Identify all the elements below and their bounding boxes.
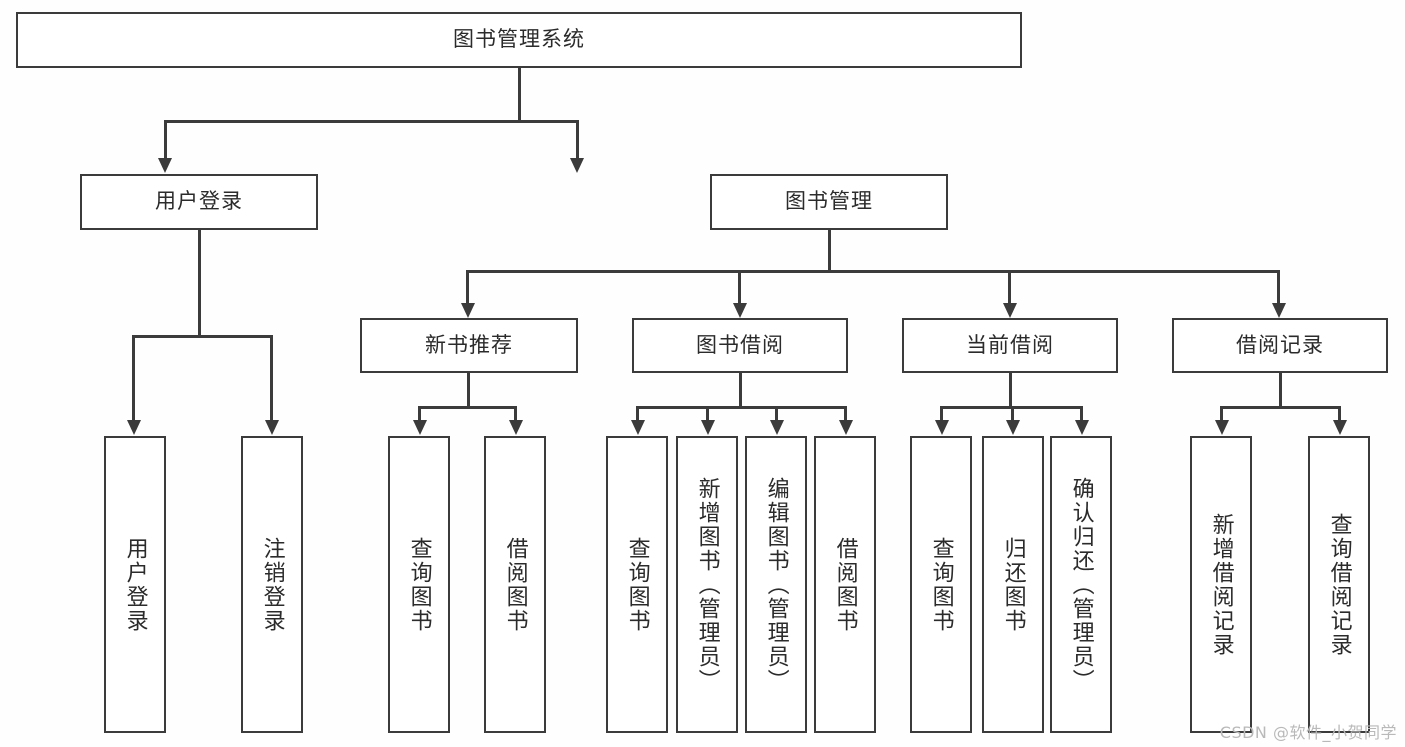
node-book-borrow[interactable]: 图书借阅 bbox=[632, 318, 848, 373]
connector-records-bar bbox=[1221, 406, 1340, 409]
leaf-return-book-label: 归还图书 bbox=[1000, 536, 1026, 633]
connector-records-to-leaf2 bbox=[1338, 406, 1341, 421]
leaf-query-book-recommend-label: 查询图书 bbox=[406, 536, 432, 633]
connector-borrow-to-leaf4 bbox=[844, 406, 847, 421]
connector-new-books-to-leaf1 bbox=[418, 406, 421, 421]
node-user-login-label: 用户登录 bbox=[155, 189, 243, 214]
connector-book-mgmt-bar bbox=[467, 270, 1279, 273]
node-new-book-recommend-label: 新书推荐 bbox=[425, 332, 513, 357]
leaf-edit-book-admin[interactable]: 编辑图书（管理员） bbox=[745, 436, 807, 733]
leaf-add-book-admin-label: 新增图书（管理员） bbox=[694, 476, 720, 693]
connector-root-bar bbox=[165, 120, 577, 123]
connector-borrow-bar bbox=[637, 406, 845, 409]
node-user-login[interactable]: 用户登录 bbox=[80, 174, 318, 230]
arrow-records-to-leaf2 bbox=[1333, 420, 1347, 435]
arrow-new-books-to-leaf1 bbox=[413, 420, 427, 435]
arrow-book-mgmt-to-borrow bbox=[733, 303, 747, 318]
connector-new-books-stem bbox=[467, 373, 470, 407]
leaf-query-book-current-label: 查询图书 bbox=[928, 536, 954, 633]
leaf-logout-label: 注销登录 bbox=[259, 536, 285, 633]
connector-records-stem bbox=[1279, 373, 1282, 407]
connector-new-books-bar bbox=[419, 406, 517, 409]
connector-user-login-bar bbox=[133, 335, 272, 338]
arrow-borrow-to-leaf3 bbox=[770, 420, 784, 435]
leaf-query-book-current[interactable]: 查询图书 bbox=[910, 436, 972, 733]
arrow-records-to-leaf1 bbox=[1215, 420, 1229, 435]
leaf-query-borrow-record-label: 查询借阅记录 bbox=[1326, 512, 1352, 657]
connector-borrow-to-leaf2 bbox=[706, 406, 709, 421]
leaf-confirm-return-admin-label: 确认归还（管理员） bbox=[1068, 476, 1094, 693]
node-root-label: 图书管理系统 bbox=[453, 27, 585, 52]
arrow-root-to-user-login bbox=[158, 158, 172, 173]
connector-book-mgmt-to-borrow bbox=[738, 270, 741, 304]
connector-book-mgmt-to-current bbox=[1008, 270, 1011, 304]
node-borrow-records[interactable]: 借阅记录 bbox=[1172, 318, 1388, 373]
arrow-book-mgmt-to-current bbox=[1003, 303, 1017, 318]
arrow-user-login-to-leaf2 bbox=[265, 420, 279, 435]
leaf-query-book-borrow[interactable]: 查询图书 bbox=[606, 436, 668, 733]
arrow-current-to-leaf2 bbox=[1006, 420, 1020, 435]
leaf-borrow-book[interactable]: 借阅图书 bbox=[814, 436, 876, 733]
leaf-edit-book-admin-label: 编辑图书（管理员） bbox=[763, 476, 789, 693]
leaf-borrow-book-recommend-label: 借阅图书 bbox=[502, 536, 528, 633]
arrow-book-mgmt-to-new-books bbox=[461, 303, 475, 318]
connector-borrow-to-leaf1 bbox=[636, 406, 639, 421]
node-new-book-recommend[interactable]: 新书推荐 bbox=[360, 318, 578, 373]
connector-root-to-user-login bbox=[164, 120, 167, 159]
leaf-borrow-book-label: 借阅图书 bbox=[832, 536, 858, 633]
connector-root-stem bbox=[518, 68, 521, 121]
leaf-query-book-borrow-label: 查询图书 bbox=[624, 536, 650, 633]
arrow-borrow-to-leaf1 bbox=[631, 420, 645, 435]
leaf-add-book-admin[interactable]: 新增图书（管理员） bbox=[676, 436, 738, 733]
node-root[interactable]: 图书管理系统 bbox=[16, 12, 1022, 68]
connector-records-to-leaf1 bbox=[1220, 406, 1223, 421]
node-book-borrow-label: 图书借阅 bbox=[696, 332, 784, 357]
node-book-management-label: 图书管理 bbox=[785, 189, 873, 214]
connector-current-to-leaf3 bbox=[1080, 406, 1083, 421]
connector-current-to-leaf2 bbox=[1011, 406, 1014, 421]
node-book-management[interactable]: 图书管理 bbox=[710, 174, 948, 230]
leaf-query-borrow-record[interactable]: 查询借阅记录 bbox=[1308, 436, 1370, 733]
connector-root-to-book-mgmt bbox=[576, 120, 579, 159]
arrow-current-to-leaf3 bbox=[1075, 420, 1089, 435]
connector-user-login-stem bbox=[198, 230, 201, 336]
arrow-new-books-to-leaf2 bbox=[509, 420, 523, 435]
connector-book-mgmt-to-records bbox=[1277, 270, 1280, 304]
node-current-borrow-label: 当前借阅 bbox=[966, 332, 1054, 357]
leaf-logout[interactable]: 注销登录 bbox=[241, 436, 303, 733]
leaf-return-book[interactable]: 归还图书 bbox=[982, 436, 1044, 733]
connector-book-mgmt-stem bbox=[828, 230, 831, 271]
connector-new-books-to-leaf2 bbox=[514, 406, 517, 421]
connector-borrow-stem bbox=[739, 373, 742, 407]
arrow-root-to-book-mgmt bbox=[570, 158, 584, 173]
csdn-watermark: CSDN @软件_小贺同学 bbox=[1219, 723, 1397, 742]
leaf-confirm-return-admin[interactable]: 确认归还（管理员） bbox=[1050, 436, 1112, 733]
leaf-user-login[interactable]: 用户登录 bbox=[104, 436, 166, 733]
connector-borrow-to-leaf3 bbox=[775, 406, 778, 421]
leaf-add-borrow-record-label: 新增借阅记录 bbox=[1208, 512, 1234, 657]
connector-current-stem bbox=[1009, 373, 1012, 407]
arrow-book-mgmt-to-records bbox=[1272, 303, 1286, 318]
leaf-query-book-recommend[interactable]: 查询图书 bbox=[388, 436, 450, 733]
connector-book-mgmt-to-new-books bbox=[466, 270, 469, 304]
connector-user-login-to-leaf2 bbox=[270, 335, 273, 421]
node-borrow-records-label: 借阅记录 bbox=[1236, 332, 1324, 357]
arrow-user-login-to-leaf1 bbox=[127, 420, 141, 435]
leaf-borrow-book-recommend[interactable]: 借阅图书 bbox=[484, 436, 546, 733]
connector-current-to-leaf1 bbox=[940, 406, 943, 421]
node-current-borrow[interactable]: 当前借阅 bbox=[902, 318, 1118, 373]
connector-user-login-to-leaf1 bbox=[132, 335, 135, 421]
leaf-add-borrow-record[interactable]: 新增借阅记录 bbox=[1190, 436, 1252, 733]
arrow-current-to-leaf1 bbox=[935, 420, 949, 435]
arrow-borrow-to-leaf4 bbox=[839, 420, 853, 435]
leaf-user-login-label: 用户登录 bbox=[122, 536, 148, 633]
arrow-borrow-to-leaf2 bbox=[701, 420, 715, 435]
